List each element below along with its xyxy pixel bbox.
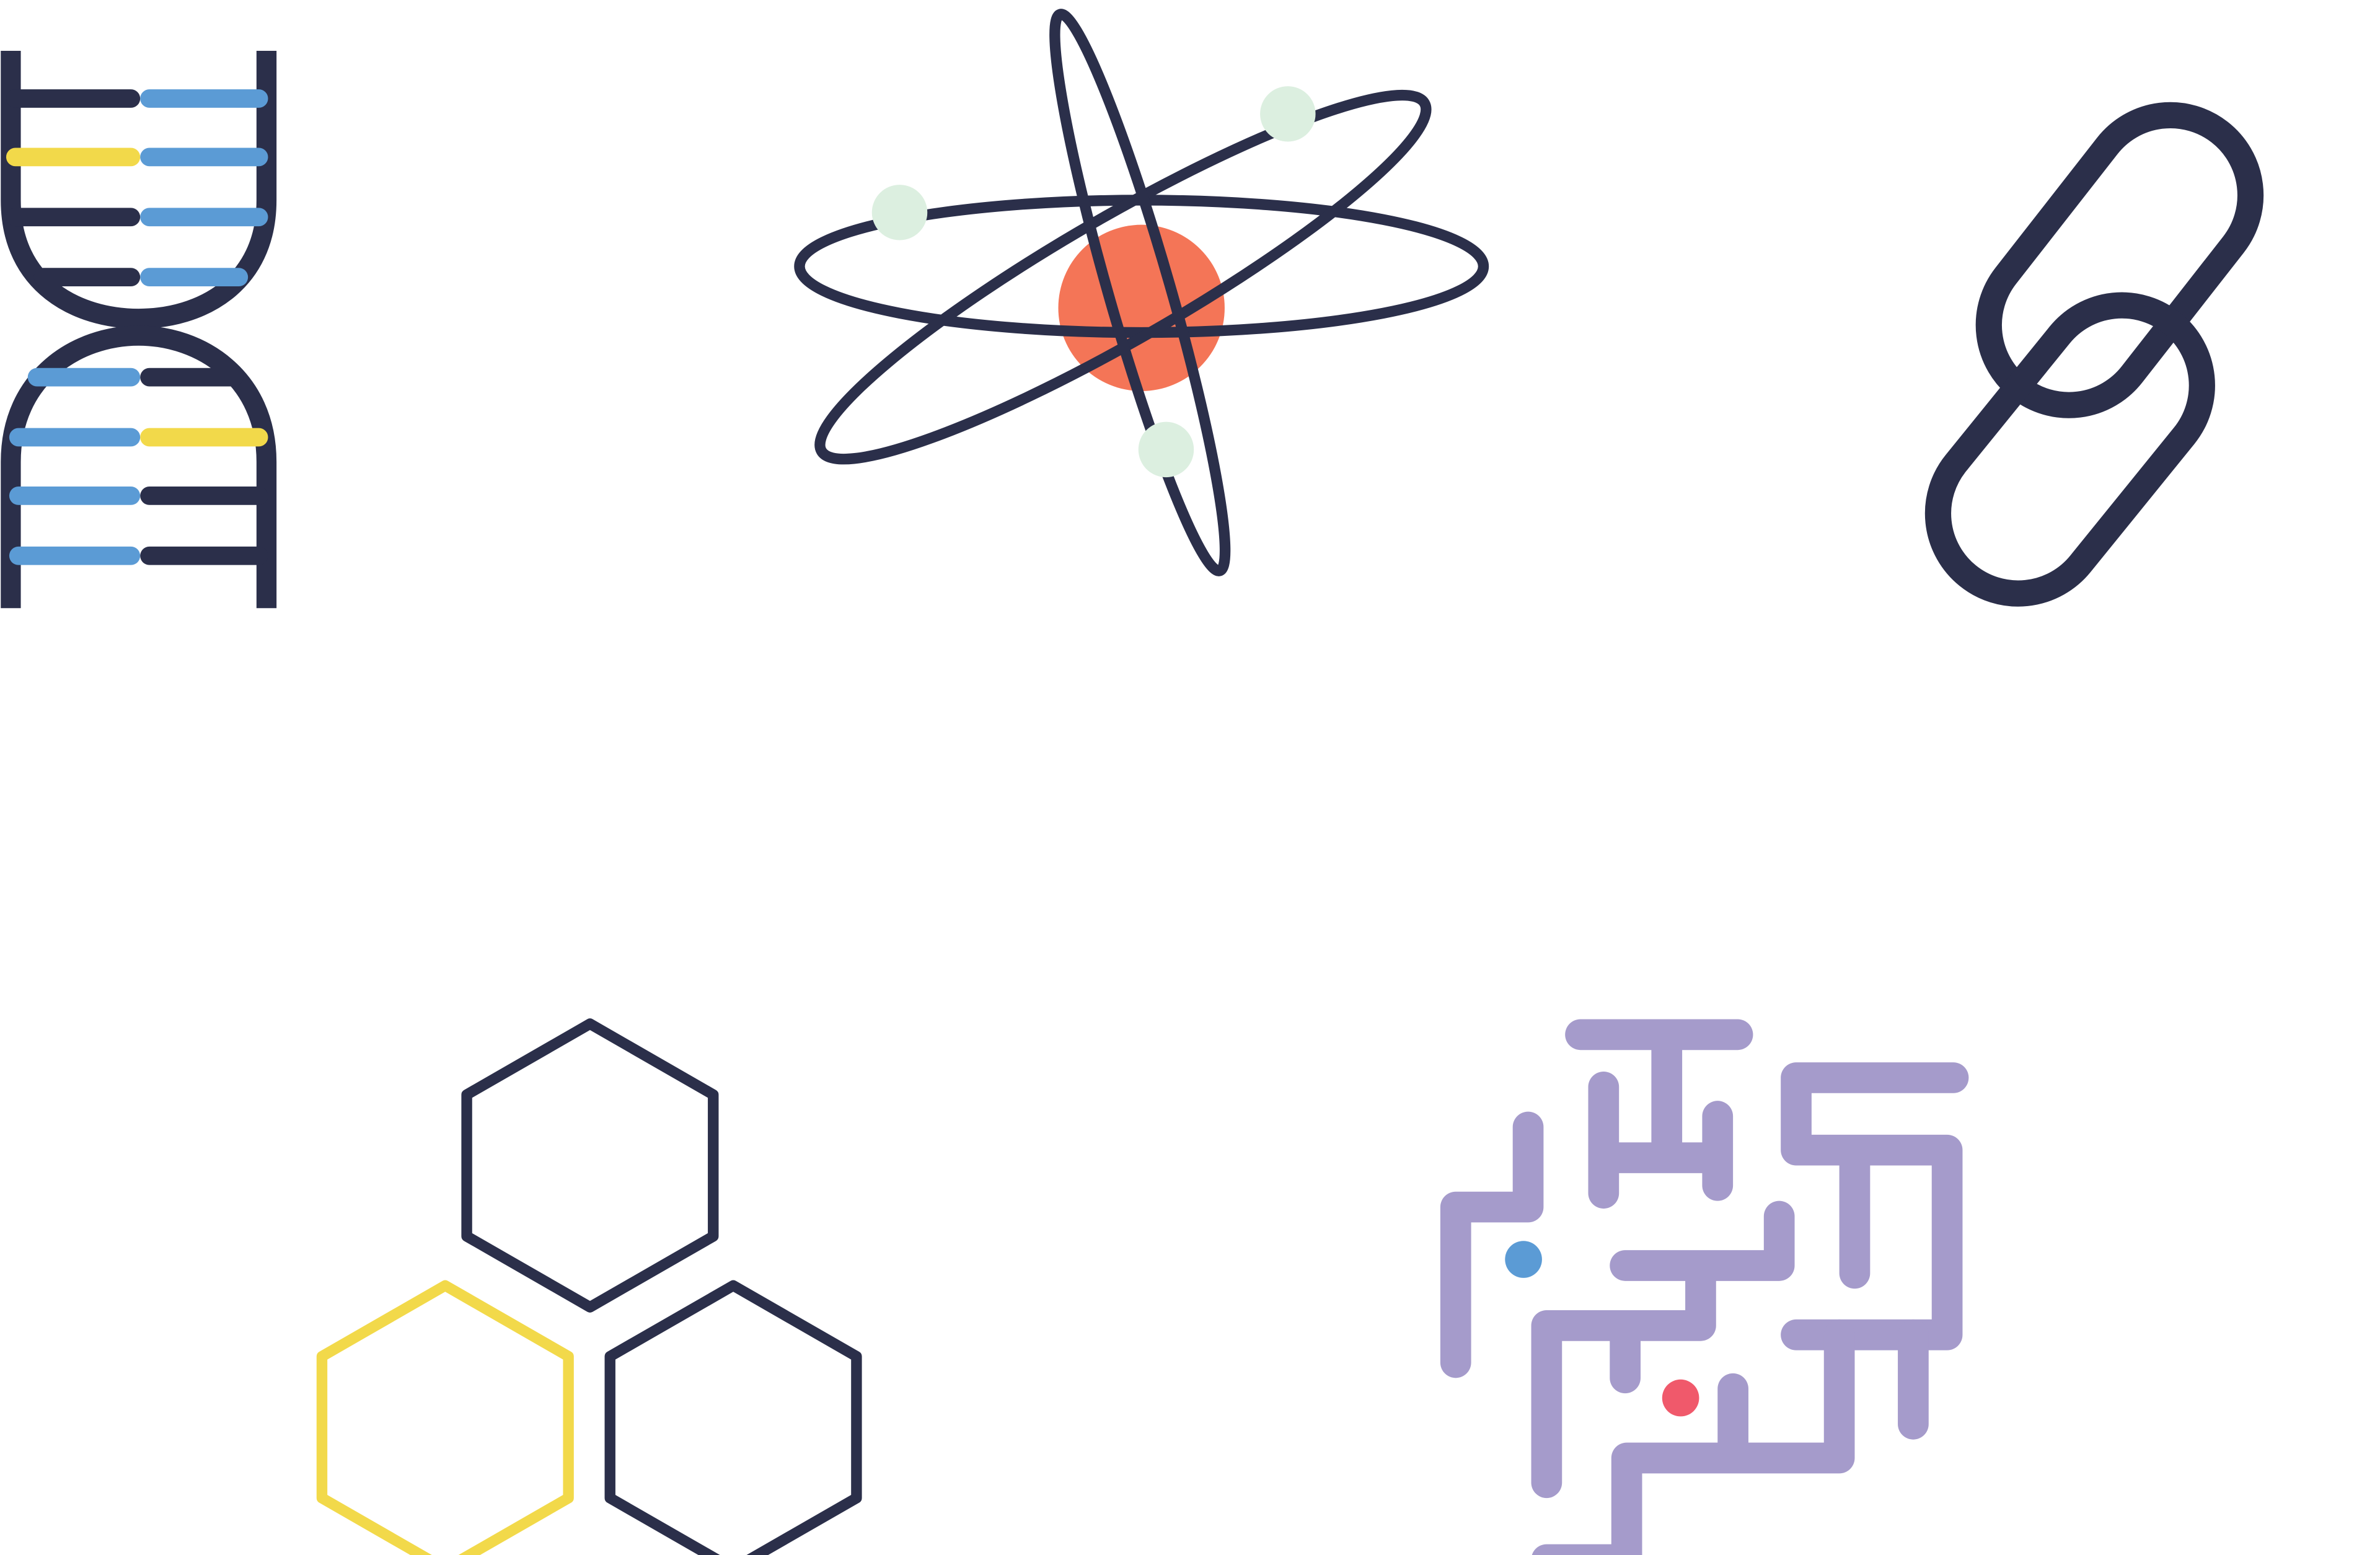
atom-icon — [794, 9, 1489, 576]
maze-wall — [1440, 1111, 1544, 1378]
maze-icon — [1440, 1019, 1969, 1555]
maze-wall — [1531, 1200, 1795, 1499]
atom-electron — [871, 185, 928, 240]
maze-wall — [1532, 1319, 1929, 1555]
atom-electron — [1260, 86, 1316, 142]
dna-icon — [1, 50, 277, 609]
chain-link — [1924, 292, 2215, 607]
maze-start-dot — [1505, 1241, 1542, 1278]
chain-link-icon — [1924, 102, 2264, 607]
hexagon — [604, 1280, 862, 1555]
maze-wall — [1565, 1019, 1753, 1170]
hexagon — [316, 1280, 574, 1555]
atom-electron — [1138, 421, 1194, 478]
maze-wall — [1588, 1071, 1734, 1209]
maze-wall — [1781, 1062, 1969, 1350]
maze-end-dot — [1662, 1379, 1699, 1417]
hexagon — [461, 1018, 719, 1313]
dna-left-strand — [1, 50, 277, 329]
atom-orbit — [1049, 9, 1231, 576]
dna-right-strand — [1, 325, 277, 609]
hexagons-icon — [316, 1018, 862, 1555]
